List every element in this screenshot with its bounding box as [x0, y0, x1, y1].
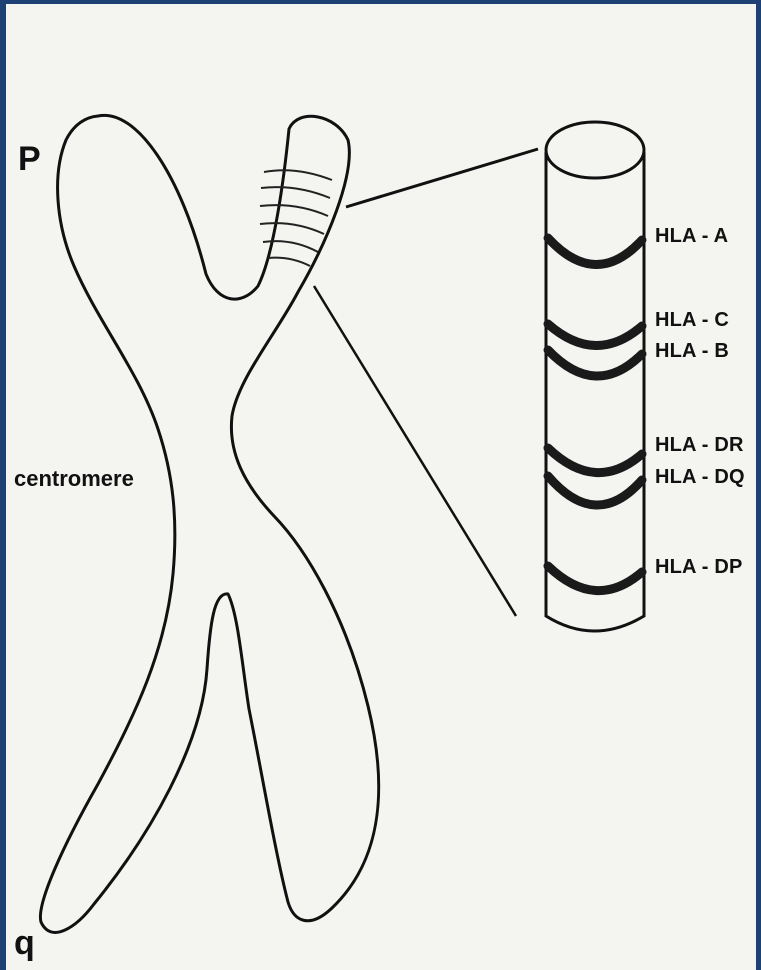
gene-label-hla-dr: HLA - DR — [655, 434, 744, 457]
gene-band-hla-dr — [548, 448, 642, 473]
centromere-label: centromere — [14, 466, 134, 492]
gene-band-hla-c — [548, 324, 642, 346]
gene-label-hla-b: HLA - B — [655, 340, 729, 363]
gene-band-hla-a — [548, 238, 642, 265]
p-arm-label: P — [18, 140, 41, 179]
chromosome-outline — [40, 115, 378, 932]
gene-band-hla-dq — [548, 476, 642, 505]
connector-line-top — [346, 149, 538, 207]
region-band — [268, 258, 310, 266]
q-arm-label: q — [14, 924, 35, 963]
gene-label-hla-c: HLA - C — [655, 309, 729, 332]
connector-line-bottom — [314, 286, 516, 616]
gene-label-hla-dp: HLA - DP — [655, 556, 743, 579]
cylinder-body — [546, 152, 644, 631]
region-band — [260, 205, 328, 216]
region-band — [261, 187, 330, 198]
cylinder-top — [546, 122, 644, 178]
gene-band-hla-b — [548, 350, 642, 376]
gene-label-hla-dq: HLA - DQ — [655, 466, 745, 489]
region-band — [264, 170, 332, 180]
gene-label-hla-a: HLA - A — [655, 225, 728, 248]
gene-band-hla-dp — [548, 566, 642, 591]
gene-bands — [548, 238, 642, 591]
region-band — [260, 223, 324, 234]
